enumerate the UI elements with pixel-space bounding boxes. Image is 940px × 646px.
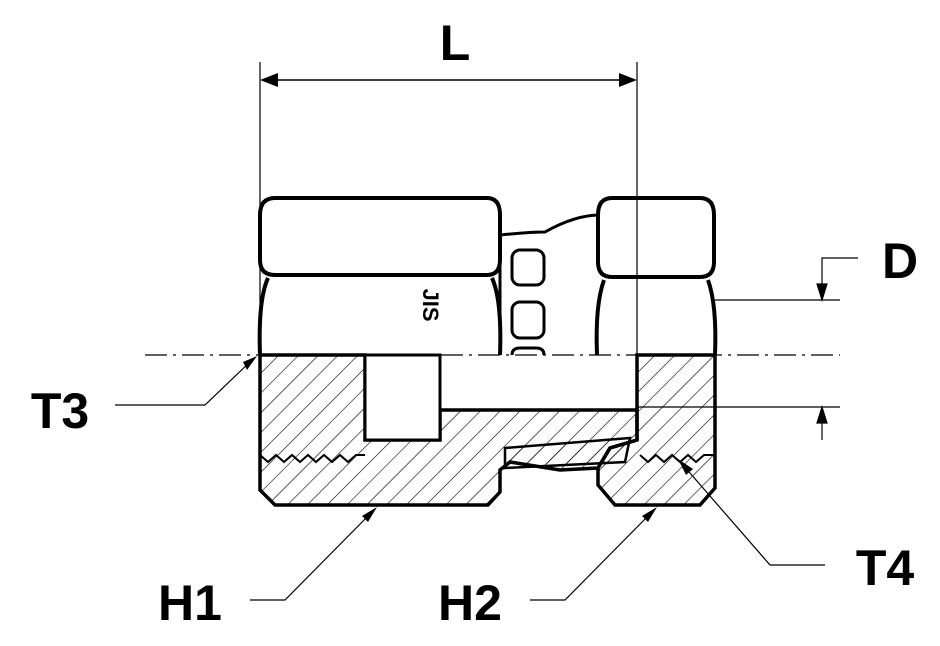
jis-marking: JIS [418,288,443,321]
left-hex-nut [257,196,503,356]
h1-label: H1 [158,575,222,631]
t4-label: T4 [856,540,915,596]
diameter-dimension: D [637,233,918,440]
t4-callout: T4 [678,459,914,596]
h2-label: H2 [438,575,502,631]
h1-callout: H1 [158,507,377,631]
t3-label: T3 [31,383,89,439]
length-label: L [440,15,471,71]
neck-section: JIS [418,213,601,356]
t3-callout: T3 [31,356,257,439]
cross-section [258,353,717,507]
diameter-label: D [882,233,918,289]
right-hex-nut [594,196,718,356]
length-dimension: L [259,15,638,355]
h2-callout: H2 [438,507,657,631]
